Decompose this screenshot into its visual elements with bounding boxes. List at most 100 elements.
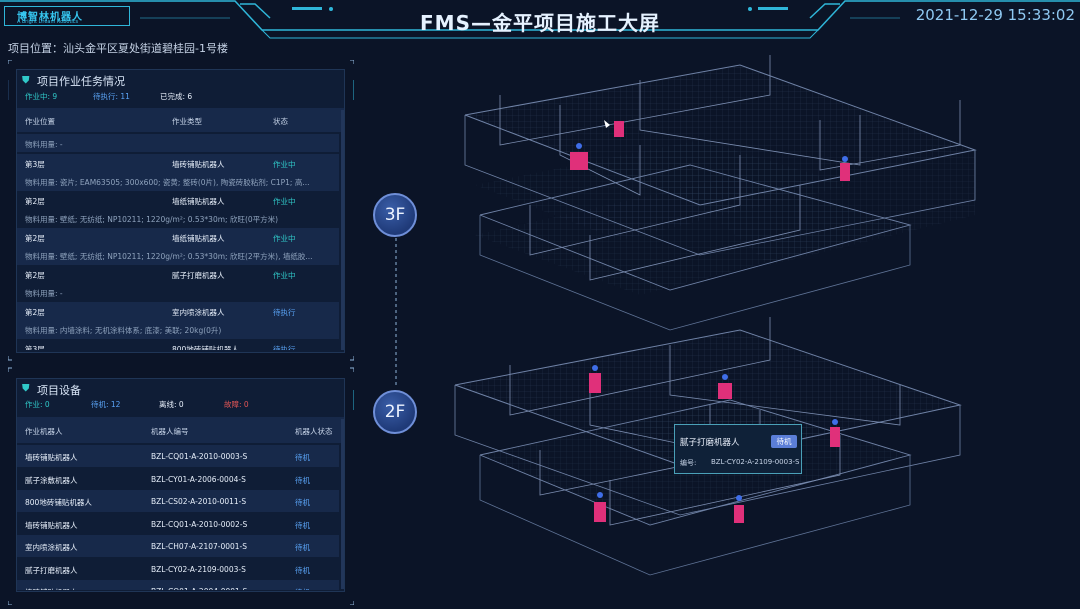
task-type: 墙砖铺贴机器人 [172,160,225,169]
task-row[interactable]: 第2层 腻子打磨机器人 作业中物料用量: - [17,265,339,302]
device-id: BZL-CY02-A-2109-0003-S [151,564,246,574]
task-material: 物料用量: 壁纸; 无纺纸; NP10211; 1220g/m²; 0.53*3… [25,215,279,224]
page-title: FMS—金平项目施工大屏 [420,11,660,35]
column-header: 作业位置 [25,117,55,126]
robot-marker[interactable] [604,120,624,137]
device-icon: ⛊ [22,383,30,394]
popup-id-value: BZL-CY02-A-2109-0003-S [711,458,800,466]
task-status: 作业中 [273,160,296,169]
popup-status-badge: 待机 [771,435,797,448]
popup-title: 腻子打磨机器人 [680,438,740,448]
device-name: 腻子打磨机器人 [25,565,78,575]
devices-panel: ⛊ 项目设备 作业: 0 待机: 12 离线: 0 故障: 0 作业机器人 机器… [16,378,345,592]
device-status: 待机 [295,520,310,530]
column-header: 机器人编号 [151,427,189,436]
task-type: 腻子打磨机器人 [172,271,225,280]
floor-button-3f[interactable]: 3F [373,193,417,237]
project-location: 项目位置：汕头金平区夏处街道碧桂园-1号楼 [8,42,228,55]
column-header: 机器人状态 [295,427,333,436]
device-status: 待机 [295,543,310,552]
shield-icon: ⛊ [22,75,30,86]
task-location: 第3层 [25,345,45,350]
popup-id-label: 编号: [680,459,697,467]
device-id: BZL-CY01-A-2006-0004-S [151,474,246,484]
column-header: 作业类型 [172,117,202,126]
column-header: 状态 [273,117,288,126]
logo-subtext: A bright Dream Robotics [17,19,79,25]
task-list[interactable]: 第3层墙砖铺贴机器人作业中物料用量: 瓷片; EAM63505; 300x600… [17,154,339,350]
task-row[interactable]: 第2层 室内喷涂机器人 待执行物料用量: 内墙涂料; 无机涂料体系; 底漆; 美联;… [17,302,339,339]
task-status: 作业中 [273,197,296,206]
device-row[interactable]: 腻子打磨机器人 BZL-CY02-A-2109-0003-S 待机 [17,557,339,580]
task-type: 室内喷涂机器人 [172,308,225,317]
task-material: 物料用量: 内墙涂料; 无机涂料体系; 底漆; 美联; 20kg(0升) [25,326,222,335]
task-material-row: 物料用量: - [17,134,339,152]
robot-marker[interactable] [840,156,850,181]
device-status: 待机 [295,453,310,462]
floor-button-2f[interactable]: 2F [373,390,417,434]
logo-text: 博智林机器人 [17,12,83,23]
task-location: 第2层 [25,308,45,317]
device-scrollbar[interactable] [341,419,344,589]
task-stat-working: 作业中: 9 [25,92,58,101]
task-location: 第2层 [25,234,45,243]
device-status: 待机 [295,475,310,485]
robot-marker[interactable] [830,419,840,447]
task-scrollbar[interactable] [341,110,344,350]
task-stat-waiting: 待执行: 11 [93,92,130,101]
column-header: 作业机器人 [25,427,63,436]
device-name: 腻子涂敷机器人 [25,475,78,485]
devices-panel-title: 项目设备 [37,384,81,397]
device-row[interactable]: 800地砖铺贴机器人 BZL-CS02-A-2010-0011-S 待机 [17,490,339,512]
task-type: 800地砖铺贴机器人 [172,345,239,350]
robot-info-popup: 腻子打磨机器人 待机 编号: BZL-CY02-A-2109-0003-S [674,424,802,474]
task-row[interactable]: 第2层 墙纸铺贴机器人 作业中物料用量: 壁纸; 无纺纸; NP10211; 122… [17,191,339,228]
task-row[interactable]: 第2层墙纸铺贴机器人作业中物料用量: 壁纸; 无纺纸; NP10211; 122… [17,228,339,265]
device-id: BZL-CQ01-A-2010-0003-S [151,452,248,461]
device-status: 待机 [295,498,310,507]
device-name: 墙砖铺贴机器人 [25,587,78,590]
task-material: 物料用量: 瓷片; EAM63505; 300x600; 瓷黄; 整砖(0片),… [25,178,310,187]
task-type: 墙纸铺贴机器人 [172,234,225,243]
robot-marker[interactable] [734,495,744,523]
device-table-header: 作业机器人 机器人编号 机器人状态 [17,417,344,443]
device-status: 待机 [295,565,310,575]
task-row[interactable]: 第3层 墙砖铺贴机器人 作业中物料用量: 瓷片; EAM63505; 300x600… [17,154,339,191]
logo: 博智林机器人 A bright Dream Robotics [4,6,130,26]
floor-3f-model[interactable] [464,55,977,331]
device-row[interactable]: 腻子涂敷机器人 BZL-CY01-A-2006-0004-S 待机 [17,467,339,490]
tasks-panel: ⛊ 项目作业任务情况 作业中: 9 待执行: 11 已完成: 6 作业位置 作业… [16,69,345,353]
task-location: 第2层 [25,197,45,206]
task-material: 物料用量: - [25,289,63,298]
robot-marker[interactable] [718,374,732,399]
robot-marker[interactable] [589,365,601,393]
device-status: 待机 [295,587,310,590]
floor-connector [395,238,397,388]
material-text: 物料用量: - [25,140,63,149]
device-id: BZL-CH07-A-2107-0001-S [151,542,248,551]
task-status: 作业中 [273,271,296,280]
task-status: 待执行 [273,308,296,317]
robot-marker[interactable] [570,143,588,170]
device-id: BZL-CS02-A-2010-0011-S [151,497,247,506]
header-frame [0,0,1080,39]
task-location: 第2层 [25,271,45,280]
device-stat-waiting: 待机: 12 [91,400,121,409]
datetime-display: 2021-12-29 15:33:02 [915,6,1075,24]
task-type: 墙纸铺贴机器人 [172,197,225,206]
header-bar: 博智林机器人 A bright Dream Robotics FMS—金平项目施… [0,0,1080,40]
device-stat-offline: 离线: 0 [159,400,184,409]
task-location: 第3层 [25,160,45,169]
robot-marker[interactable] [594,492,606,522]
device-stat-working: 作业: 0 [25,400,50,409]
device-name: 800地砖铺贴机器人 [25,498,92,507]
task-status: 作业中 [273,234,296,243]
device-stat-fault: 故障: 0 [224,400,249,409]
building-3d-view[interactable] [440,55,980,585]
